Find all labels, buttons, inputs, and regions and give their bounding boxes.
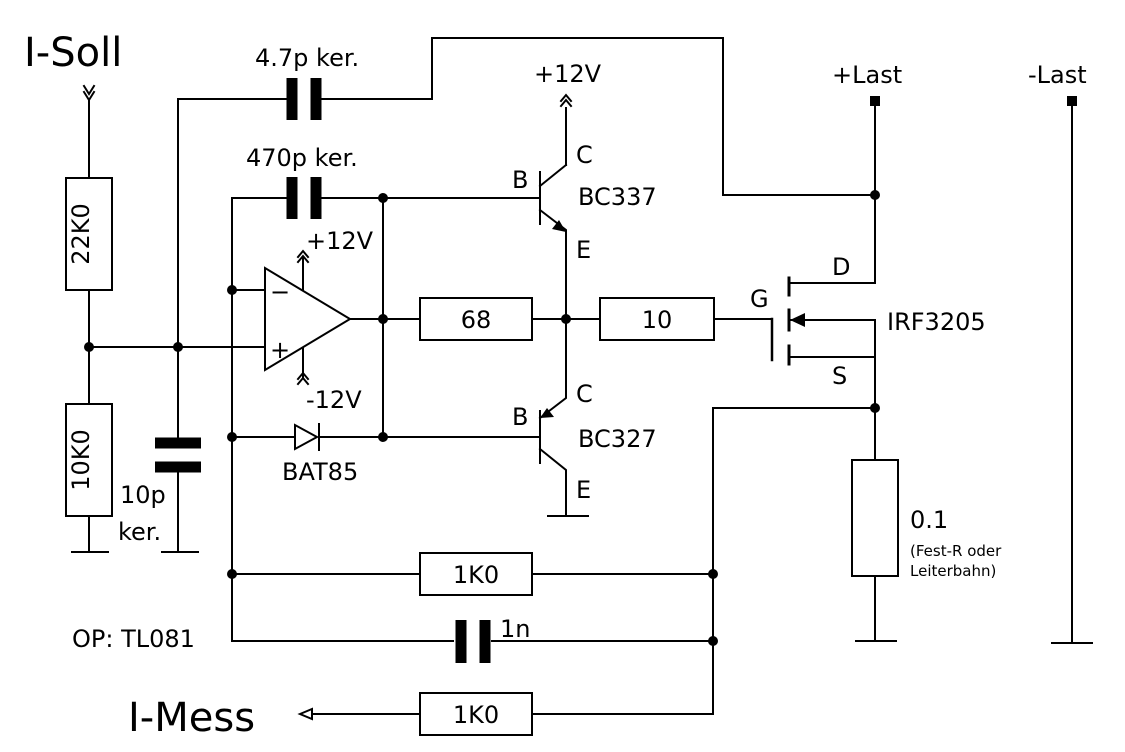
capacitor-4p7 [286,78,322,120]
io-arrows [82,84,1077,721]
resistor-68 [419,297,533,341]
i-soll-arrow [82,84,96,102]
text-labels: I-Soll I-Mess 4.7p ker. 470p ker. 10p ke… [24,30,1087,741]
cap-1n-label: 1n [500,615,530,643]
diode-label: BAT85 [282,458,358,486]
q1-collector-pin: C [576,141,593,169]
resistor-1k-output-label: 1K0 [453,701,499,729]
mosfet-irf3205 [770,276,876,366]
transistor-bc327 [538,389,567,476]
cap-470p-label: 470p ker. [246,144,358,172]
q2-emitter-pin: E [576,476,591,504]
resistors [65,177,899,736]
shunt-note-line2: Leiterbahn) [910,562,996,580]
plus-last-terminal [870,96,880,106]
wires [88,37,1073,715]
vcc-top-arrow [559,93,573,108]
opamp-triangle [264,266,352,372]
resistor-22k [65,177,113,291]
minus-last-label: -Last [1028,61,1087,89]
shunt-value-label: 0.1 [910,506,948,534]
capacitor-10p [155,437,201,473]
q2-base-pin: B [512,403,528,431]
mosfet-gate-pin: G [750,285,769,313]
q2-collector-pin: C [576,380,593,408]
opamp-vcc-label: +12V [306,227,374,255]
q1-emitter-pin: E [576,236,591,264]
opamp-vee-arrow [296,371,310,386]
vcc-top-label: +12V [534,60,602,88]
cap-4p7-label: 4.7p ker. [255,44,359,72]
cap-10p-label: 10p [120,481,166,509]
mosfet-label: IRF3205 [887,308,986,336]
capacitors [155,78,491,663]
i-mess-arrow [297,707,313,721]
cap-10p-ker-label: ker. [118,518,161,546]
resistor-10k [65,403,113,517]
diode-bat85 [294,423,320,451]
minus-last-terminal [1067,96,1077,106]
i-mess-label: I-Mess [128,695,255,741]
junction-dots [84,190,880,646]
q2-label: BC327 [578,425,657,453]
opamp [264,249,352,386]
ground-symbols [71,515,1093,644]
resistor-22k-label: 22K0 [67,203,95,265]
resistor-10k-label: 10K0 [67,429,95,491]
resistor-1k-output [419,692,533,736]
opamp-vcc-arrow [296,249,310,264]
transistor-bc337 [538,163,568,249]
resistor-1k-feedback-label: 1K0 [453,561,499,589]
opamp-plus-label: + [270,336,290,364]
opamp-vee-label: -12V [306,386,362,414]
resistor-68-label: 68 [461,306,492,334]
capacitor-1n [455,620,491,663]
shunt-note-line1: (Fest-R oder [910,542,1002,560]
resistor-10-label: 10 [642,306,673,334]
resistor-1k-feedback [419,552,533,596]
opamp-minus-label: − [270,278,290,306]
capacitor-470p [286,177,322,219]
resistor-shunt [851,459,899,577]
resistor-10 [599,297,715,341]
mosfet-drain-pin: D [832,253,850,281]
q1-label: BC337 [578,183,657,211]
plus-last-label: +Last [832,61,902,89]
opamp-type-label: OP: TL081 [72,625,195,653]
mosfet-source-pin: S [832,362,847,390]
i-soll-label: I-Soll [24,30,122,76]
q1-base-pin: B [512,166,528,194]
